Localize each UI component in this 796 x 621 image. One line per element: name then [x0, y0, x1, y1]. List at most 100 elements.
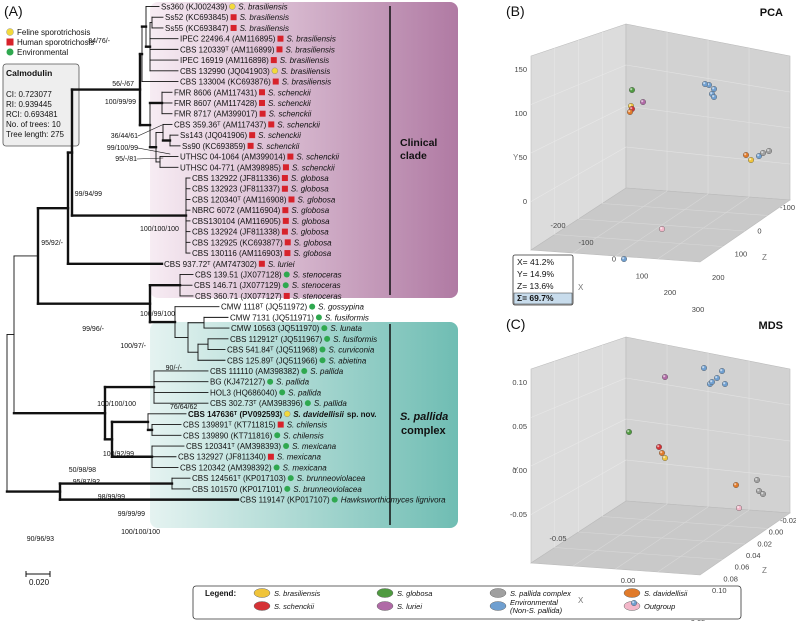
taxon-9: FMR 8607 (AM117428)S. schenckii [174, 99, 311, 108]
taxon-id: CBS 132924 (JF811338) [192, 228, 280, 237]
mds-y-tick: 0.05 [512, 422, 527, 431]
taxon-id: CBS 132923 (JF811337) [192, 185, 280, 194]
human-marker-icon [270, 57, 277, 64]
taxon-species: S. mexicana [283, 463, 328, 472]
taxon-species: S. schenckii [292, 163, 335, 172]
support-label: 50/98/98 [69, 467, 96, 474]
species-legend-label: S. luriei [397, 602, 422, 611]
support-label: 99/94/99 [75, 191, 102, 198]
taxon-18: CBS 120340ᵀ (AM116908)S. globosa [192, 195, 336, 204]
taxon-4: CBS 120339ᵀ (AM116899)S. brasiliensis [180, 45, 335, 54]
calmodulin-title: Calmodulin [6, 68, 52, 78]
feline-marker-icon [283, 410, 291, 418]
taxon-2: Ss55 (KC693847)S. brasiliensis [165, 24, 289, 33]
pca-x-tick: 200 [664, 288, 677, 297]
taxon-species: S. schenckii [269, 110, 312, 119]
taxon-species: S. schenckii [268, 99, 311, 108]
pca-variance-0: X= 41.2% [517, 257, 555, 267]
taxon-id: Ss52 (KC693845) [165, 13, 229, 22]
taxon-16: CBS 132922 (JF811336)S. globosa [192, 174, 329, 183]
support-label: 56/-/67 [112, 81, 134, 88]
taxon-id: CBS130104 (AM116905) [192, 217, 281, 226]
taxon-42: CBS 132927 (JF811340)S. mexicana [178, 453, 321, 462]
support-label: 90/96/93 [27, 536, 54, 543]
human-marker-icon [267, 453, 274, 460]
panel-label-b: (B) [506, 3, 525, 19]
species-color-swatch-icon [376, 588, 394, 598]
species-legend-item: Environmental(Non-S. pallida) [489, 598, 563, 615]
taxon-id: CBS 541.84ᵀ (JQ511968) [227, 346, 318, 355]
support-label: 100/99/99 [105, 99, 136, 106]
taxon-id: CBS 132927 (JF811340) [178, 453, 266, 462]
support-label: 100/97/- [120, 343, 146, 350]
species-color-swatch-icon [376, 601, 394, 611]
taxon-id: HOL3 (HQ686040) [210, 388, 277, 397]
human-marker-icon [247, 142, 254, 149]
support-label: 100/99/100 [140, 311, 175, 318]
taxon-species: S. schenckii [268, 88, 311, 97]
bootstrap-supports: 84/76/-56/-/67100/99/9936/44/6199/100/99… [27, 38, 198, 543]
taxon-26: CBS 146.71 (JX077129)S. stenoceras [194, 281, 341, 290]
mds-x-tick: 0.00 [621, 576, 636, 585]
human-marker-icon [249, 132, 256, 139]
taxon-id: CBS 132925 (KC693877) [192, 238, 283, 247]
support-label: 100/92/99 [103, 451, 134, 458]
taxon-7: CBS 133004 (KC693876)S. brasiliensis [180, 78, 331, 87]
species-legend-item: S. globosa [376, 588, 432, 598]
mds-plot: MDSYXZ0.100.050.00-0.05-0.050.000.05-0.0… [510, 320, 796, 621]
taxon-id: Ss360 (KJ002439) [161, 3, 228, 12]
mds-z-tick: 0.06 [735, 563, 750, 572]
species-color-swatch-icon [253, 601, 271, 611]
taxon-id: CBS 120341ᵀ (AM398393) [186, 442, 281, 451]
environmental-marker-icon [6, 48, 14, 56]
stat-trees: No. of trees: 10 [6, 120, 61, 129]
support-label: 90/-/- [166, 365, 183, 372]
species-legend-label: S. pallida complex [510, 589, 571, 598]
species-legend-label: Environmental(Non-S. pallida) [510, 598, 563, 615]
taxon-species: S. abietina [328, 356, 366, 365]
species-legend-label: Outgroup [644, 602, 675, 611]
taxon-12: Ss143 (JQ041906)S. schenckii [180, 131, 301, 140]
mds-y-tick: 0.10 [512, 378, 527, 387]
legend-feline-label: Feline sporotrichosis [17, 28, 90, 37]
taxon-id: CMW 10563 (JQ511970) [231, 324, 320, 333]
human-marker-icon [287, 153, 294, 160]
taxon-id: CBS 133004 (KC693876) [180, 78, 271, 87]
support-label: 76/64/62 [170, 404, 197, 411]
pca-y-tick: 100 [514, 109, 527, 118]
taxon-species: S. brasiliensis [286, 35, 335, 44]
environmental-marker-icon [284, 485, 291, 492]
taxon-id: UTHSC 04-1064 (AM399014) [180, 153, 286, 162]
species-color-swatch-icon [623, 588, 641, 598]
phylogenetic-tree [5, 6, 240, 501]
taxon-id: CBS 130116 (AM116903) [192, 249, 283, 258]
taxon-species: S. schenckii [296, 153, 339, 162]
taxon-21: CBS 132924 (JF811338)S. globosa [192, 228, 329, 237]
mds-z-tick: 0.00 [769, 528, 784, 537]
human-marker-icon [281, 228, 288, 235]
environmental-marker-icon [274, 432, 281, 439]
environmental-marker-icon [301, 367, 308, 374]
taxon-8: FMR 8606 (AM117431)S. schenckii [174, 88, 311, 97]
taxon-species: S. schenckii [277, 120, 320, 129]
taxon-species: S. gossypina [318, 303, 364, 312]
taxon-id: CBS 101570 (KP017101) [192, 485, 283, 494]
calmodulin-stats-box: Calmodulin CI: 0.723077 RI: 0.939445 RCI… [2, 63, 80, 147]
taxon-41: CBS 120341ᵀ (AM398393)S. mexicana [186, 442, 337, 451]
taxon-species: S. globosa [291, 185, 329, 194]
taxon-species: S. chilensis [287, 421, 327, 430]
mds-z-tick: 0.02 [757, 539, 772, 548]
taxon-15: UTHSC 04-771 (AM398985)S. schenckii [180, 163, 335, 172]
taxon-37: CBS 302.73ᵀ (AM398396)S. pallida [210, 399, 347, 408]
stat-rci: RCI: 0.693481 [6, 110, 58, 119]
taxon-46: CBS 119147 (KP017107)Hawksworthiomyces l… [240, 496, 446, 505]
taxon-id: CBS 119147 (KP017107) [240, 496, 330, 505]
taxon-6: CBS 132990 (JQ041903)S. brasiliensis [180, 67, 330, 76]
taxon-labels: Ss360 (KJ002439) S. brasiliensis Ss52 (KC6… [161, 3, 446, 505]
taxon-species: S. davidellisii [293, 410, 344, 419]
taxon-35: BG (KJ472127)S. pallida [210, 378, 310, 387]
species-color-swatch-icon [253, 588, 271, 598]
taxon-id: CBS 302.73ᵀ (AM398396) [210, 399, 303, 408]
panel-label-c: (C) [506, 316, 525, 332]
